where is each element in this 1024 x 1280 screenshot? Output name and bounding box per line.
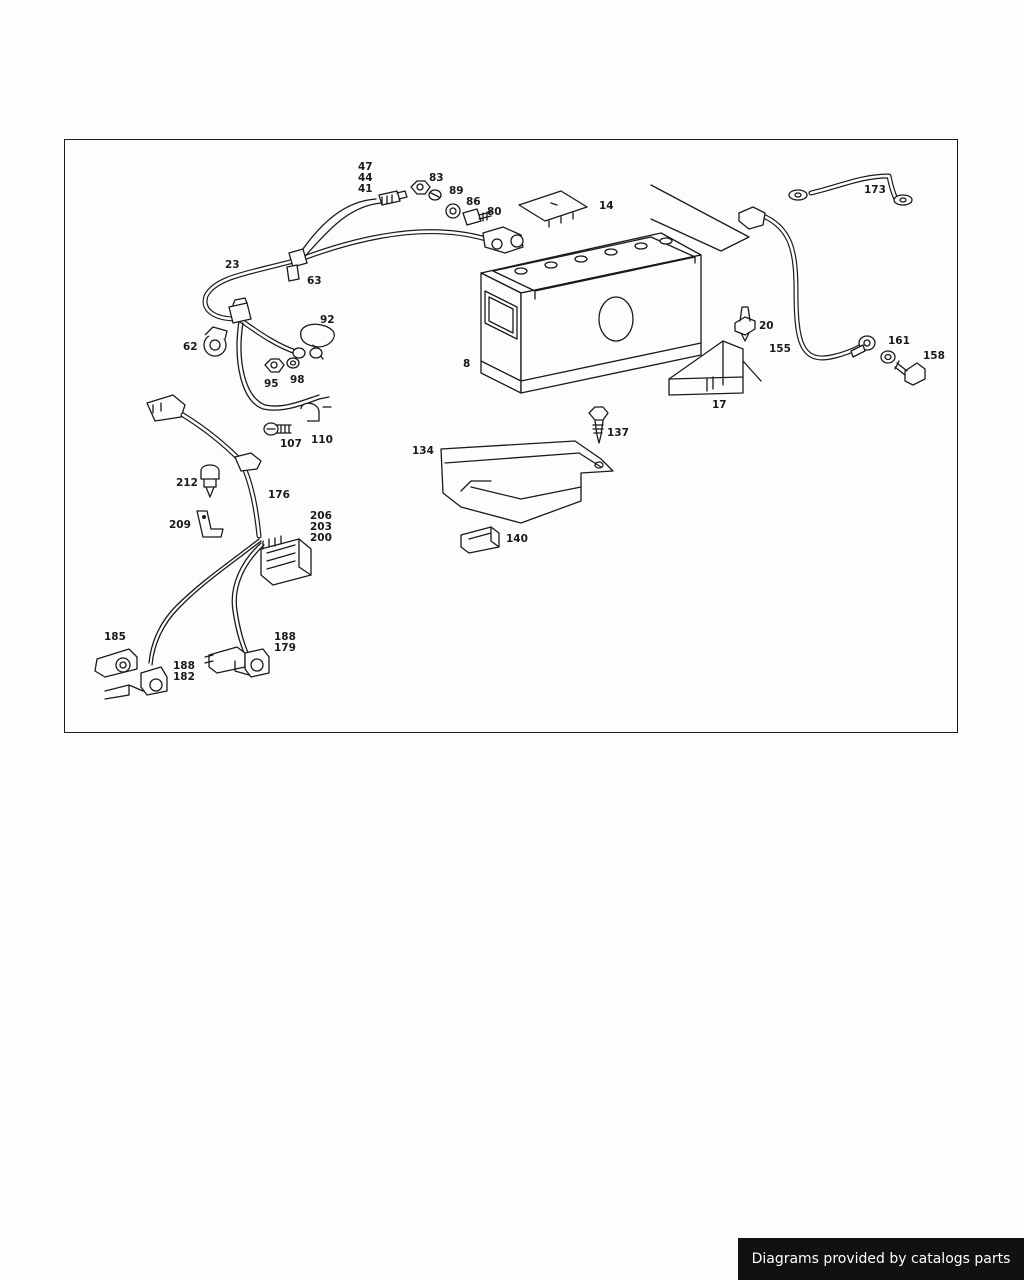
label-176: 176	[268, 489, 290, 501]
label-98: 98	[290, 374, 305, 386]
label-161: 161	[888, 335, 910, 347]
label-23: 23	[225, 259, 240, 271]
nut-95	[264, 358, 285, 373]
label-110: 110	[311, 434, 333, 446]
battery-wiring-parts-diagram: 47 44 41 83 89 86 80 14 173 23 63 92 62 …	[94, 161, 945, 700]
label-80: 80	[487, 206, 502, 218]
label-17: 17	[712, 399, 727, 411]
screw-137	[588, 406, 609, 444]
label-188-b: 188	[274, 631, 296, 643]
label-179: 179	[274, 642, 296, 654]
washer-161	[880, 350, 896, 364]
screw-107	[263, 422, 292, 436]
label-209: 209	[169, 519, 191, 531]
label-173: 173	[864, 184, 886, 196]
label-83: 83	[429, 172, 444, 184]
cable-junction-clamp	[228, 297, 252, 324]
plug-212	[200, 464, 220, 498]
ground-cable-155	[738, 206, 876, 361]
label-137: 137	[607, 427, 629, 439]
part-labels: 47 44 41 83 89 86 80 14 173 23 63 92 62 …	[104, 161, 945, 683]
label-92: 92	[320, 314, 335, 326]
parts-diagram-frame: 47 44 41 83 89 86 80 14 173 23 63 92 62 …	[64, 139, 958, 733]
diagram-credit-text: Diagrams provided by catalogs parts	[751, 1251, 1011, 1267]
label-212: 212	[176, 477, 198, 489]
battery-8	[480, 232, 702, 394]
label-158: 158	[923, 350, 945, 362]
hold-down-bracket-17	[668, 340, 762, 396]
label-182: 182	[173, 671, 195, 683]
washer-89	[428, 189, 442, 201]
label-95: 95	[264, 378, 279, 390]
label-155: 155	[769, 343, 791, 355]
harness-176	[146, 394, 265, 666]
label-14: 14	[599, 200, 614, 212]
sensor-182-185-188	[94, 648, 168, 700]
label-44: 44	[358, 172, 373, 184]
main-cable-23	[202, 198, 489, 411]
clip-140	[460, 526, 500, 554]
connector-200-203-206	[260, 535, 312, 586]
battery-terminal-clamp	[482, 226, 524, 254]
grommet-62	[203, 326, 228, 357]
label-86: 86	[466, 196, 481, 208]
label-200: 200	[310, 532, 332, 544]
label-63: 63	[307, 275, 322, 287]
sensor-179-188	[204, 646, 270, 678]
bolt-158	[894, 360, 926, 386]
label-20: 20	[759, 320, 774, 332]
label-47: 47	[358, 161, 373, 173]
clip-110	[300, 396, 332, 422]
bracket-209	[196, 510, 224, 538]
label-203: 203	[310, 521, 332, 533]
label-140: 140	[506, 533, 528, 545]
cutaway-line	[650, 184, 750, 252]
sensor-plug-41-44-47	[378, 190, 408, 206]
label-134: 134	[412, 445, 434, 457]
label-188-a: 188	[173, 660, 195, 672]
label-8: 8	[463, 358, 470, 370]
label-206: 206	[310, 510, 332, 522]
clip-20	[734, 306, 756, 342]
cover-134	[440, 440, 614, 524]
label-41: 41	[358, 183, 373, 195]
label-185: 185	[104, 631, 126, 643]
label-107: 107	[280, 438, 302, 450]
label-62: 62	[183, 341, 198, 353]
ring-terminal-92	[292, 347, 306, 359]
cover-plate-14	[518, 190, 588, 228]
terminal-bolt-80	[462, 208, 492, 226]
cable-boot-92	[300, 323, 335, 360]
washer-98	[286, 357, 300, 369]
label-89: 89	[449, 185, 464, 197]
diagram-credit-banner: Diagrams provided by catalogs parts	[738, 1238, 1024, 1280]
washer-86	[445, 203, 461, 219]
nut-83	[410, 180, 431, 195]
cable-clip-63	[286, 248, 308, 282]
ground-strap-173	[788, 173, 913, 206]
